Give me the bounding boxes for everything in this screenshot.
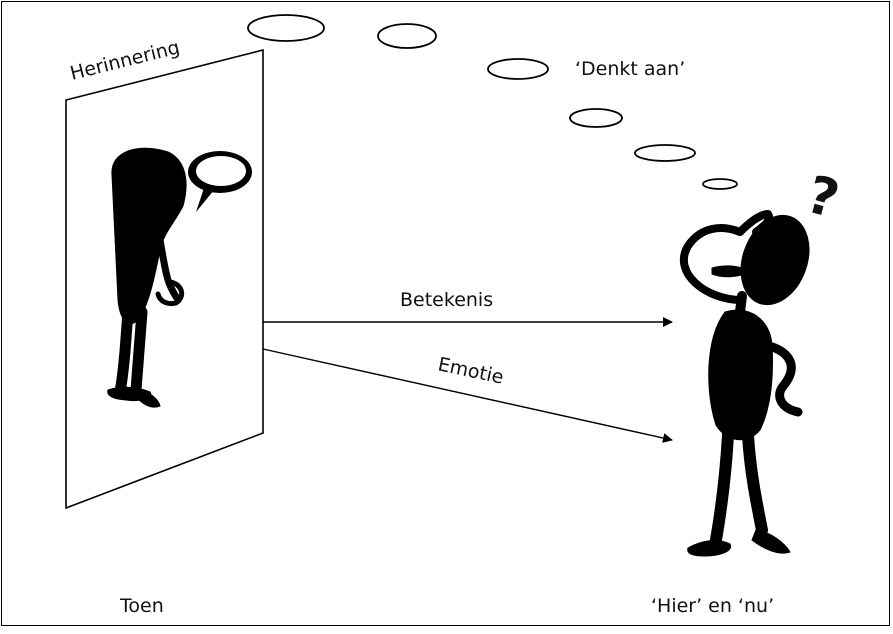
diagram-border bbox=[1, 1, 890, 626]
diagram-canvas: Herinnering bbox=[0, 0, 893, 629]
